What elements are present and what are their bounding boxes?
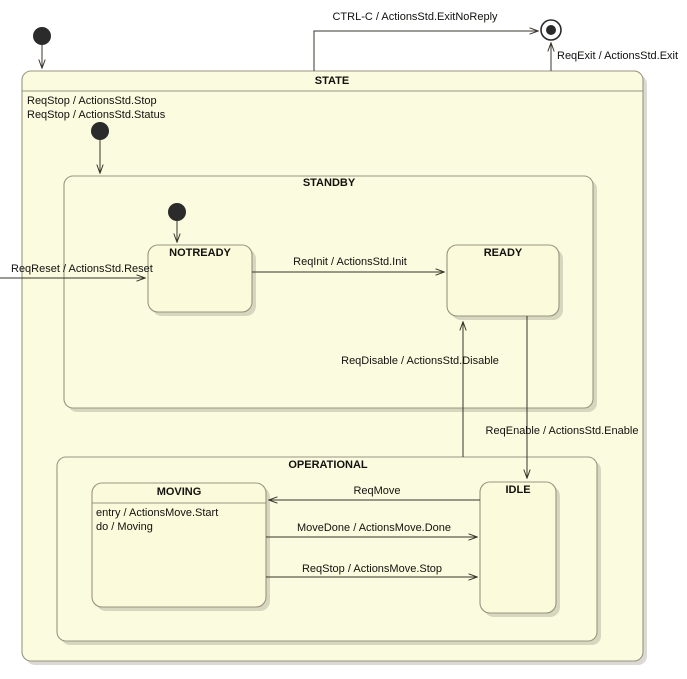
ready-state-shape [446,244,563,320]
state-internal-transition-stop: ReqStop / ActionsStd.Stop [27,95,157,107]
label-ctrl-c-exit-no-reply: CTRL-C / ActionsStd.ExitNoReply [332,11,498,23]
label-req-stop-move: ReqStop / ActionsMove.Stop [301,563,443,575]
idle-state-shape [479,481,560,617]
transition-ctrl-c-exit-no-reply [313,31,538,71]
state-title-state: STATE [314,75,350,87]
label-req-enable: ReqEnable / ActionsStd.Enable [485,425,639,437]
label-req-move: ReqMove [353,485,401,497]
state-title-ready: READY [483,247,523,259]
state-title-operational: OPERATIONAL [288,459,368,471]
state-internal-transition-status: ReqStop / ActionsStd.Status [27,109,166,121]
label-req-init: ReqInit / ActionsStd.Init [293,256,407,268]
moving-entry-action: entry / ActionsMove.Start [96,507,219,519]
state-initial-pseudostate [91,122,109,173]
final-state [540,19,562,41]
standby-composite-shape [63,175,597,412]
moving-do-action: do / Moving [96,521,153,533]
standby-initial-pseudostate [168,203,186,242]
label-req-exit: ReqExit / ActionsStd.Exit [557,50,679,62]
state-title-idle: IDLE [505,484,531,496]
state-title-standby: STANDBY [302,177,356,189]
label-req-disable: ReqDisable / ActionsStd.Disable [341,355,499,367]
moving-state-shape [91,482,270,611]
notready-state-shape [147,244,256,316]
label-move-done: MoveDone / ActionsMove.Done [296,522,452,534]
label-req-reset: ReqReset / ActionsStd.Reset [11,263,153,275]
state-title-moving: MOVING [156,486,202,498]
top-initial-pseudostate [33,27,51,68]
state-title-notready: NOTREADY [169,247,231,259]
